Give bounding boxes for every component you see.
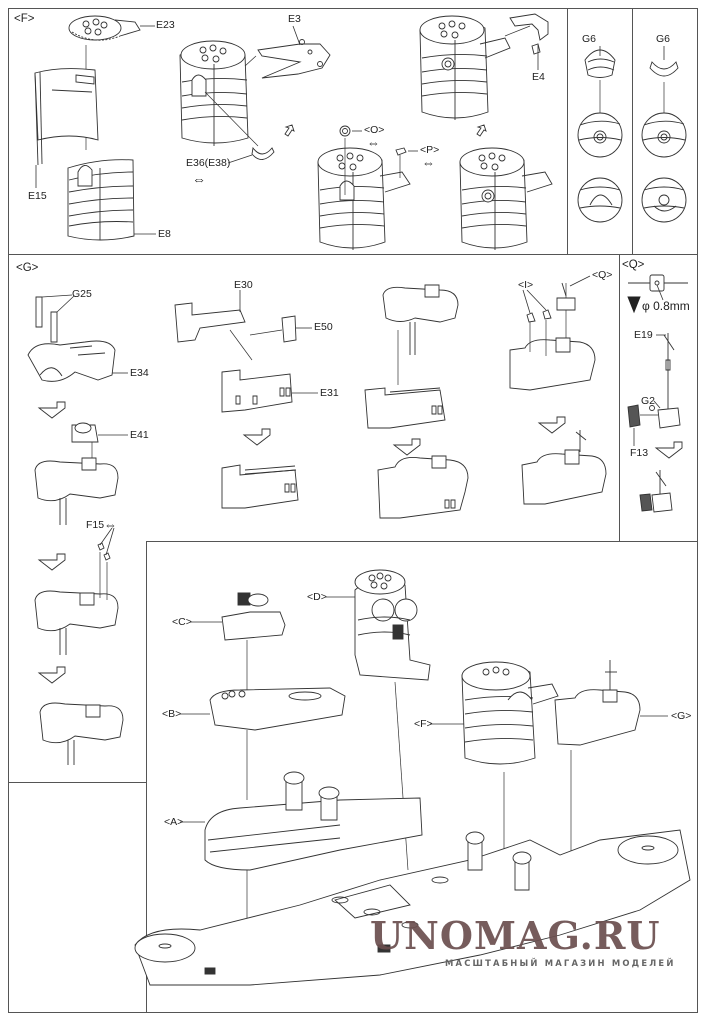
part-label-e34: E34 <box>130 367 149 379</box>
swap-symbol-icon: ⇔ <box>422 155 435 170</box>
g-mid-result-drawing <box>378 456 468 518</box>
stack-1-drawing <box>180 41 248 146</box>
part-label-e50: E50 <box>314 321 333 333</box>
q-part-sprue-drawing <box>628 275 688 291</box>
g-mid-lower-drawing <box>365 388 445 428</box>
part-e34-drawing <box>28 341 115 381</box>
callout-b: <B> <box>162 708 182 720</box>
arrow-icon <box>39 402 65 418</box>
part-label-e8: E8 <box>158 228 171 240</box>
arrow-icon <box>244 429 270 445</box>
swap-symbol-icon: ⇔ <box>104 517 117 532</box>
part-label-f15: F15 <box>86 519 105 531</box>
part-label-g2: G2 <box>641 395 656 407</box>
arrow-icon <box>39 554 65 570</box>
hull-deck-drawing <box>135 830 690 985</box>
g-right-result-drawing <box>522 430 606 504</box>
callout-p: <P> <box>420 144 440 156</box>
part-e36-drawing <box>252 148 274 160</box>
swap-symbol-icon: ⇔ <box>367 135 380 150</box>
section-g-title: <G> <box>16 262 39 274</box>
panel-final-assembly <box>146 541 698 1013</box>
stack-2-drawing <box>420 16 510 120</box>
part-label-e31: E31 <box>320 387 339 399</box>
e31-assembled-drawing <box>222 465 298 508</box>
part-label-e23: E23 <box>156 19 175 31</box>
assembly-c-drawing <box>222 593 285 640</box>
part-label-e15: E15 <box>28 190 47 202</box>
part-e41-drawing <box>72 423 98 442</box>
part-label-e30: E30 <box>234 279 253 291</box>
part-e15-drawing <box>35 69 98 165</box>
assembly-g-drawing <box>555 660 640 745</box>
part-e19-drawing <box>664 333 674 410</box>
g-base-step3-drawing <box>35 543 118 655</box>
callout-f: <F> <box>414 718 433 730</box>
part-e8-drawing <box>68 160 134 240</box>
part-label-e36: E36(E38) <box>186 157 231 169</box>
part-label-e19: E19 <box>634 329 653 341</box>
arrow-icon <box>394 439 420 455</box>
part-e3-drawing <box>258 40 330 79</box>
callout-q-ref: <Q> <box>592 269 613 281</box>
watermark-brand: UNOMAG.RU <box>370 913 661 958</box>
stack-4-drawing <box>460 148 552 250</box>
part-e4-drawing <box>510 14 548 40</box>
part-e31-drawing <box>222 370 292 412</box>
watermark-tagline: МАСШТАБНЫЙ МАГАЗИН МОДЕЛЕЙ <box>445 958 676 968</box>
callout-a: <A> <box>164 816 184 828</box>
stack-3-drawing <box>318 126 410 250</box>
callout-c: <C> <box>172 616 192 628</box>
part-label-f13: F13 <box>630 447 649 459</box>
callout-o: <O> <box>364 124 385 136</box>
part-label-e4: E4 <box>532 71 545 83</box>
part-label-g6-left: G6 <box>582 33 597 45</box>
arrow-icon <box>285 125 294 136</box>
section-f-title: <F> <box>14 13 35 25</box>
part-e23-drawing <box>69 16 140 40</box>
part-label-g25: G25 <box>72 288 92 300</box>
callout-d: <D> <box>307 591 327 603</box>
arrow-icon <box>539 417 565 433</box>
part-g25-drawing <box>36 297 57 342</box>
part-label-e41: E41 <box>130 429 149 441</box>
g-mid-upper-drawing <box>383 285 458 355</box>
arrow-icon <box>656 442 682 458</box>
g-base-step4-drawing <box>40 703 123 765</box>
g-base-step2-drawing <box>35 458 118 525</box>
g6-detail-right-drawing <box>642 62 686 222</box>
assembly-f-drawing <box>462 662 558 764</box>
arrow-icon <box>39 667 65 683</box>
g-right-upper-drawing <box>510 283 595 390</box>
part-e50-drawing <box>282 316 296 342</box>
assembly-b-drawing <box>210 688 345 730</box>
g6-detail-left-drawing <box>578 50 622 222</box>
drill-size-note: φ 0.8mm <box>642 299 690 313</box>
part-e30-drawing <box>175 303 245 342</box>
q-assembly-drawing <box>628 405 680 428</box>
drill-bit-icon <box>628 297 640 312</box>
assembly-d-drawing <box>355 570 430 680</box>
q-result-drawing <box>640 470 672 512</box>
callout-i: <I> <box>518 279 534 291</box>
assembly-a-drawing <box>205 772 422 870</box>
section-q-title: <Q> <box>622 259 645 271</box>
callout-g: <G> <box>671 710 692 722</box>
arrow-icon <box>477 125 486 136</box>
swap-symbol-icon: ⇔ <box>192 171 206 187</box>
part-label-e3: E3 <box>288 13 301 25</box>
part-label-g6-right: G6 <box>656 33 671 45</box>
